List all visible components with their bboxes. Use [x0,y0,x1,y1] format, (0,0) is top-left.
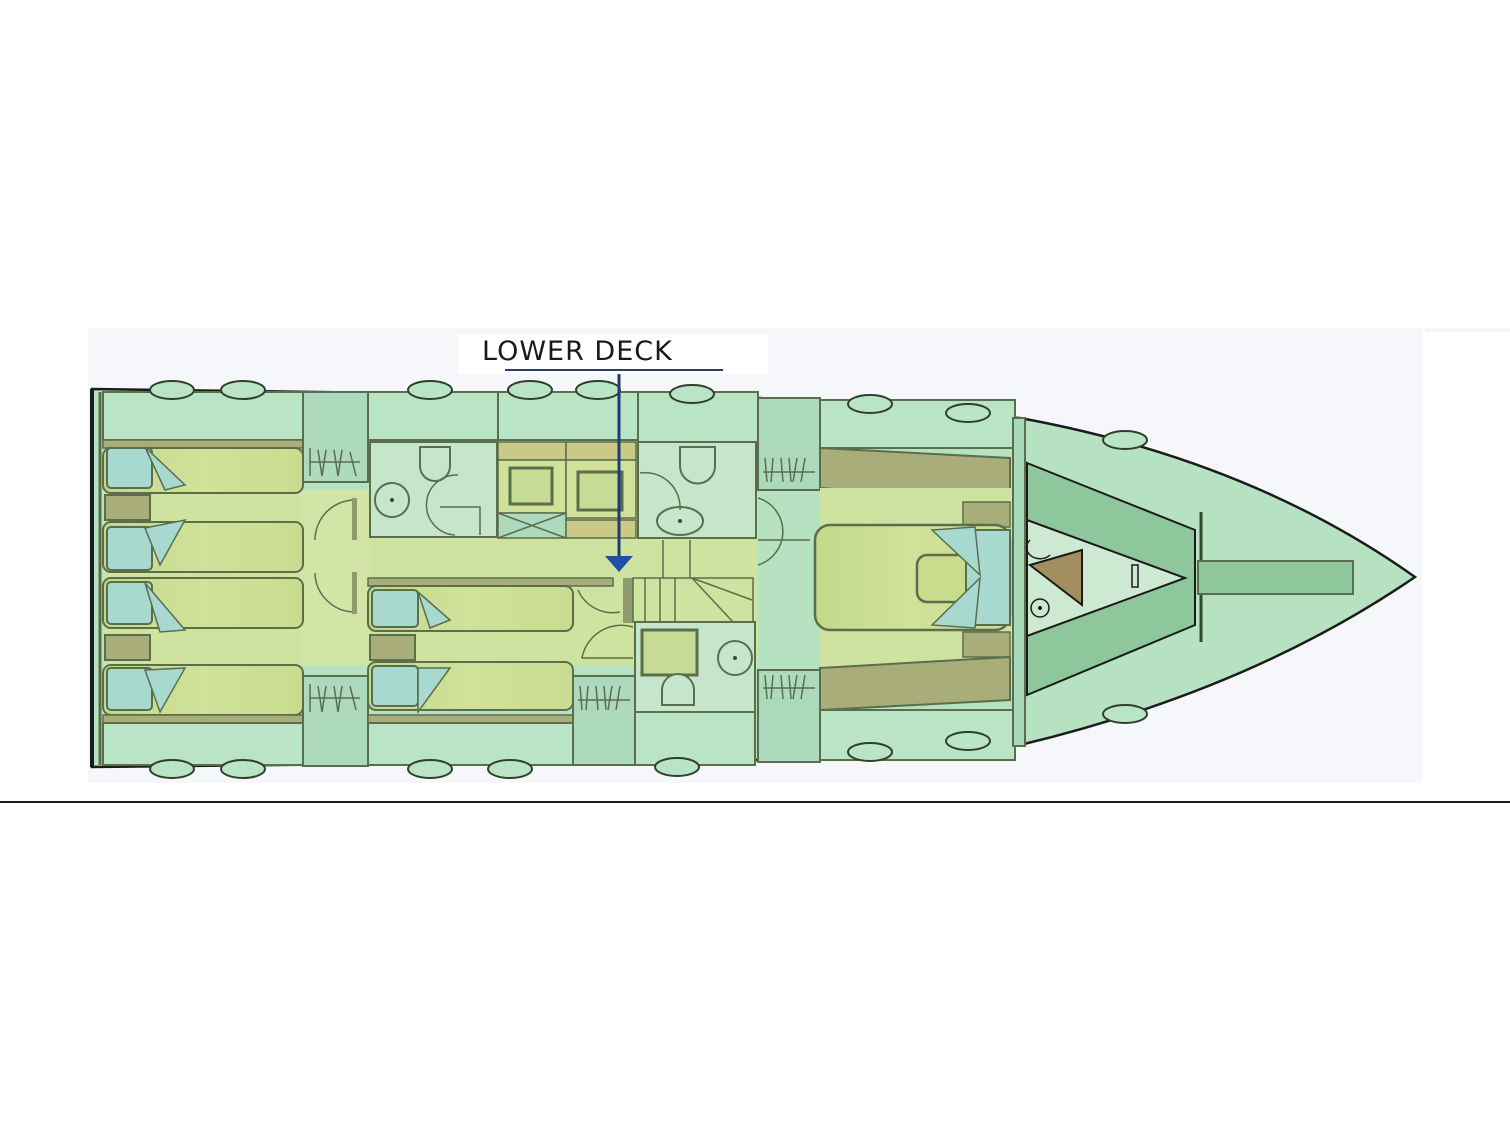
forward-lockers [757,397,821,763]
mid-starboard-cabin [367,577,636,766]
port-head [367,391,499,538]
deck-title: LOWER DECK [482,336,673,367]
panel-edge [1425,328,1510,332]
aft-port-cabin [102,391,304,573]
bottom-divider-line [0,801,1510,803]
forepeak [1025,461,1203,697]
aft-starboard-cabin [102,577,304,766]
aft-hanging-lockers [302,391,369,767]
title-background [458,334,768,374]
portholes [149,380,1148,779]
title-underline [505,369,723,371]
forward-port-head [637,391,759,539]
pointer-arrow [605,368,633,572]
companionway-stairs [623,540,754,623]
collision-bulkhead [1012,417,1026,747]
bowsprit [1197,560,1354,595]
storage-lockers [497,391,639,539]
starboard-head [634,621,756,766]
